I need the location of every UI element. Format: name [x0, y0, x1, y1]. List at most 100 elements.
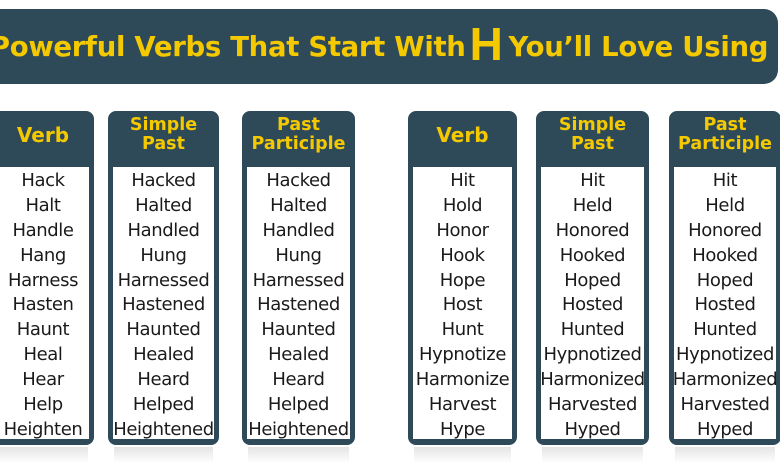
verb-cell: Hear [22, 369, 64, 391]
verb-cell: Harmonized [672, 369, 778, 391]
verb-cell: Hype [439, 418, 486, 440]
verb-cell: Heightened [113, 418, 214, 440]
column-shadow [248, 447, 349, 463]
verb-cell: Hang [20, 244, 66, 266]
column-shadow [0, 447, 88, 463]
column-header-line: Past [277, 114, 320, 135]
verb-cell: Harnessed [117, 269, 210, 291]
verb-cell: Hacked [266, 170, 331, 191]
verb-cell: Harness [7, 269, 79, 291]
verb-cell: Harnessed [252, 269, 345, 291]
verb-cell: Haunted [261, 319, 336, 341]
column-header-line: Simple [558, 114, 627, 135]
verb-cell: Hack [21, 170, 65, 191]
verb-cell: Honor [436, 219, 489, 241]
verb-cell: Healed [268, 344, 329, 366]
verb-cell: Held [572, 194, 613, 216]
verb-cell: Hacked [131, 170, 196, 191]
verb-cell: Hypnotized [675, 344, 775, 366]
verb-cell: Harvested [547, 394, 638, 416]
verb-cell: Hastened [122, 294, 205, 316]
verb-cell: Heard [272, 369, 325, 391]
column-header-line: Past [703, 114, 747, 135]
column-header-line: Simple [129, 114, 198, 135]
verb-cell: Help [23, 394, 63, 416]
verb-cell: Harvest [428, 394, 497, 416]
verb-cell: Honored [688, 219, 762, 241]
verb-cell: Hyped [696, 418, 754, 440]
column-shadow [414, 447, 511, 463]
column-header-line: Verb [16, 122, 70, 147]
verb-cell: Heighten [3, 418, 83, 440]
verb-cell: Honored [555, 219, 630, 241]
title-text-start: Powerful Verbs That Start With [0, 30, 466, 63]
verb-cell: Hunt [441, 319, 484, 341]
verb-cell: Hook [440, 244, 485, 266]
verb-cell: Heard [137, 369, 190, 391]
verb-cell: Hastened [257, 294, 340, 316]
title-banner: Powerful Verbs That Start With H You’ll … [0, 9, 778, 84]
verb-cell: Hung [140, 244, 187, 266]
verb-cell: Helped [132, 394, 195, 416]
verb-cell: Hooked [559, 244, 626, 266]
verb-cell: Hoped [696, 269, 754, 291]
verb-cell: Hypnotize [418, 344, 506, 366]
verb-cell: Helped [267, 394, 330, 416]
column-shadow [542, 447, 643, 463]
column-shadow [675, 447, 775, 463]
verb-cell: Harmonized [540, 369, 645, 391]
verb-cell: Hooked [692, 244, 758, 266]
column-header-line: Past [142, 133, 185, 154]
verb-cell: Haunted [126, 319, 201, 341]
column-header-line: Verb [436, 122, 489, 147]
column-shadow [114, 447, 213, 463]
column-header-line: Participle [251, 133, 346, 154]
column-header: Verb [408, 111, 517, 156]
verb-cell: Held [705, 194, 745, 216]
verb-cell: Hoped [564, 269, 621, 291]
verb-cell: Hit [712, 170, 738, 191]
verb-cell: Hyped [564, 418, 621, 440]
verb-cell: Hope [439, 269, 486, 291]
column-header-line: Participle [678, 133, 772, 154]
verb-cell: Hit [450, 170, 475, 191]
verb-cell: Host [442, 294, 483, 316]
verb-cell: Hit [580, 170, 605, 191]
verb-cell: Hold [442, 194, 483, 216]
verb-cell: Halted [135, 194, 192, 216]
column-header-line: Past [571, 133, 614, 154]
verb-cell: Handled [262, 219, 335, 241]
verb-cell: Hunted [693, 319, 757, 341]
verb-cell: Hosted [694, 294, 756, 316]
verb-cell: Harmonize [415, 369, 510, 391]
verb-cell: Hypnotized [543, 344, 642, 366]
verb-cell: Haunt [16, 319, 70, 341]
column-header: Verb [0, 111, 94, 156]
verb-cell: Halted [270, 194, 327, 216]
verb-cell: Heightened [248, 418, 349, 440]
verb-cell: Harvested [680, 394, 770, 416]
title-text-end: You’ll Love Using [508, 30, 769, 63]
verb-cell: Handled [127, 219, 200, 241]
verb-cell: Hosted [561, 294, 624, 316]
title-highlight-letter: H [469, 17, 503, 70]
verb-cell: Hung [275, 244, 322, 266]
verb-cell: Halt [25, 194, 61, 216]
verb-cell: Handle [12, 219, 74, 241]
